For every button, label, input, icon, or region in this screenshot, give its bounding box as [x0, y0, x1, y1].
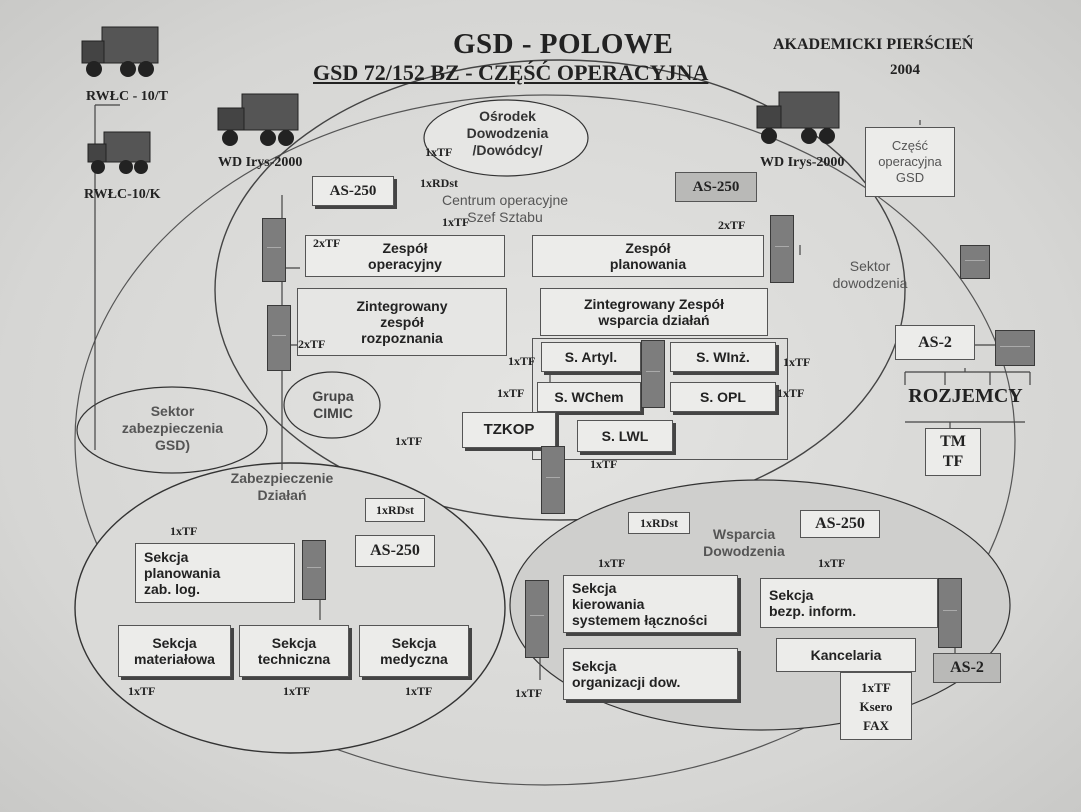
- wsp-as2-box: AS-2: [933, 653, 1001, 683]
- s-wchem-box: S. WChem: [537, 382, 641, 412]
- radio-device-icon: [938, 578, 962, 648]
- zab-ellipse: [74, 462, 506, 754]
- zab-as250-box: AS-250: [355, 535, 435, 567]
- vehicle-label-2: RWŁC-10/K: [84, 187, 161, 202]
- zespol-planowania-box: Zespół planowania: [532, 235, 764, 277]
- centrum-label: Centrum operacyjne Szef Sztabu: [441, 192, 569, 225]
- sekcja-materialowa-box: Sekcja materiałowa: [118, 625, 231, 677]
- sekcja-bezp-box: Sekcja bezp. inform.: [760, 578, 938, 628]
- radio-device-icon: [541, 446, 565, 514]
- tf-label: 1xTF: [497, 386, 525, 400]
- org-name: AKADEMICKI PIERŚCIEŃ: [773, 36, 974, 53]
- sektor-zabezpieczenia-label: Sektor zabezpieczenia GSD): [121, 403, 224, 453]
- tf-label: 1xTF: [425, 145, 453, 159]
- tf-label: 1xRDst: [420, 176, 458, 190]
- zintegrowany-rozpoznania-box: Zintegrowany zespół rozpoznania: [297, 288, 507, 356]
- wsp-rdst-box: 1xRDst: [628, 512, 690, 534]
- zespol-operacyjny-box: Zespół operacyjny: [305, 235, 505, 277]
- s-lwl-box: S. LWL: [577, 420, 673, 452]
- as250-right-box: AS-250: [675, 172, 757, 202]
- center-ellipse: [214, 59, 906, 521]
- radio-device-icon: [770, 215, 794, 283]
- radio-device-icon: [960, 245, 990, 279]
- rozjemcy-label: ROZJEMCY: [908, 385, 1023, 407]
- truck-icon: [81, 26, 159, 77]
- s-opl-box: S. OPL: [670, 382, 776, 412]
- truck-icon: [87, 131, 151, 174]
- tf-label: 1xTF: [170, 524, 198, 538]
- tf-label: 1xTF: [442, 215, 470, 229]
- tf-label: 1xTF: [777, 386, 805, 400]
- vehicle-label-1: RWŁC - 10/T: [86, 89, 168, 104]
- tzkop-box: TZKOP: [462, 412, 556, 448]
- cimic-ellipse: [283, 371, 381, 439]
- radio-device-icon: [262, 218, 286, 282]
- as250-left-box: AS-250: [312, 176, 394, 206]
- wsp-as250-box: AS-250: [800, 510, 880, 538]
- wsparcia-group-frame: [532, 338, 788, 460]
- s-winz-box: S. WInż.: [670, 342, 776, 372]
- osrodek-ellipse: [423, 99, 589, 177]
- sektor-zab-ellipse: [76, 386, 268, 474]
- zabezpieczenie-title: Zabezpieczenie Działań: [230, 470, 334, 503]
- sektor-dowodzenia-label: Sektor dowodzenia: [832, 258, 908, 291]
- radio-device-icon: [302, 540, 326, 600]
- czesc-operacyjna-box: Część operacyjna GSD: [865, 127, 955, 197]
- ksero-fax-box: 1xTF Ksero FAX: [840, 672, 912, 740]
- tm-tf-box: TM TF: [925, 428, 981, 476]
- year: 2004: [890, 62, 920, 78]
- radio-device-icon: [525, 580, 549, 658]
- tf-label: 2xTF: [313, 236, 341, 250]
- vehicle-label-3: WD Irys-2000: [218, 155, 303, 170]
- as2-right-box: AS-2: [895, 325, 975, 360]
- sekcja-kierowania-box: Sekcja kierowania systemem łączności: [563, 575, 738, 633]
- tf-label: 1xTF: [783, 355, 811, 369]
- tf-label: 1xTF: [590, 457, 618, 471]
- sekcja-techniczna-box: Sekcja techniczna: [239, 625, 349, 677]
- tf-label: 1xTF: [818, 556, 846, 570]
- sekcja-organizacji-box: Sekcja organizacji dow.: [563, 648, 738, 700]
- sekcja-medyczna-box: Sekcja medyczna: [359, 625, 469, 677]
- wsparcia-title: Wsparcia Dowodzenia: [703, 526, 785, 559]
- tf-label: 1xTF: [395, 434, 423, 448]
- truck-icon: [217, 93, 299, 146]
- vehicle-label-4: WD Irys-2000: [760, 155, 845, 170]
- tf-label: 2xTF: [298, 337, 326, 351]
- truck-icon: [756, 91, 840, 144]
- radio-device-icon: [267, 305, 291, 371]
- tf-label: 1xTF: [128, 684, 156, 698]
- tf-label: 1xTF: [515, 686, 543, 700]
- page-subtitle: GSD 72/152 BZ - CZĘŚĆ OPERACYJNA: [313, 60, 709, 85]
- radio-device-icon: [641, 340, 665, 408]
- tf-label: 1xTF: [405, 684, 433, 698]
- tf-label: 2xTF: [718, 218, 746, 232]
- tf-label: 1xTF: [598, 556, 626, 570]
- s-artyl-box: S. Artyl.: [541, 342, 641, 372]
- zintegrowany-wsparcia-box: Zintegrowany Zespół wsparcia działań: [540, 288, 768, 336]
- osrodek-label: Ośrodek Dowodzenia /Dowódcy/: [466, 108, 549, 158]
- outer-region: [74, 94, 1016, 786]
- radio-device-icon: [995, 330, 1035, 366]
- sekcja-planowania-box: Sekcja planowania zab. log.: [135, 543, 295, 603]
- page-title: GSD - POLOWE: [453, 28, 674, 60]
- zab-rdst-box: 1xRDst: [365, 498, 425, 522]
- kancelaria-box: Kancelaria: [776, 638, 916, 672]
- tf-label: 1xTF: [283, 684, 311, 698]
- grupa-cimic-label: Grupa CIMIC: [312, 388, 354, 421]
- tf-label: 1xTF: [508, 354, 536, 368]
